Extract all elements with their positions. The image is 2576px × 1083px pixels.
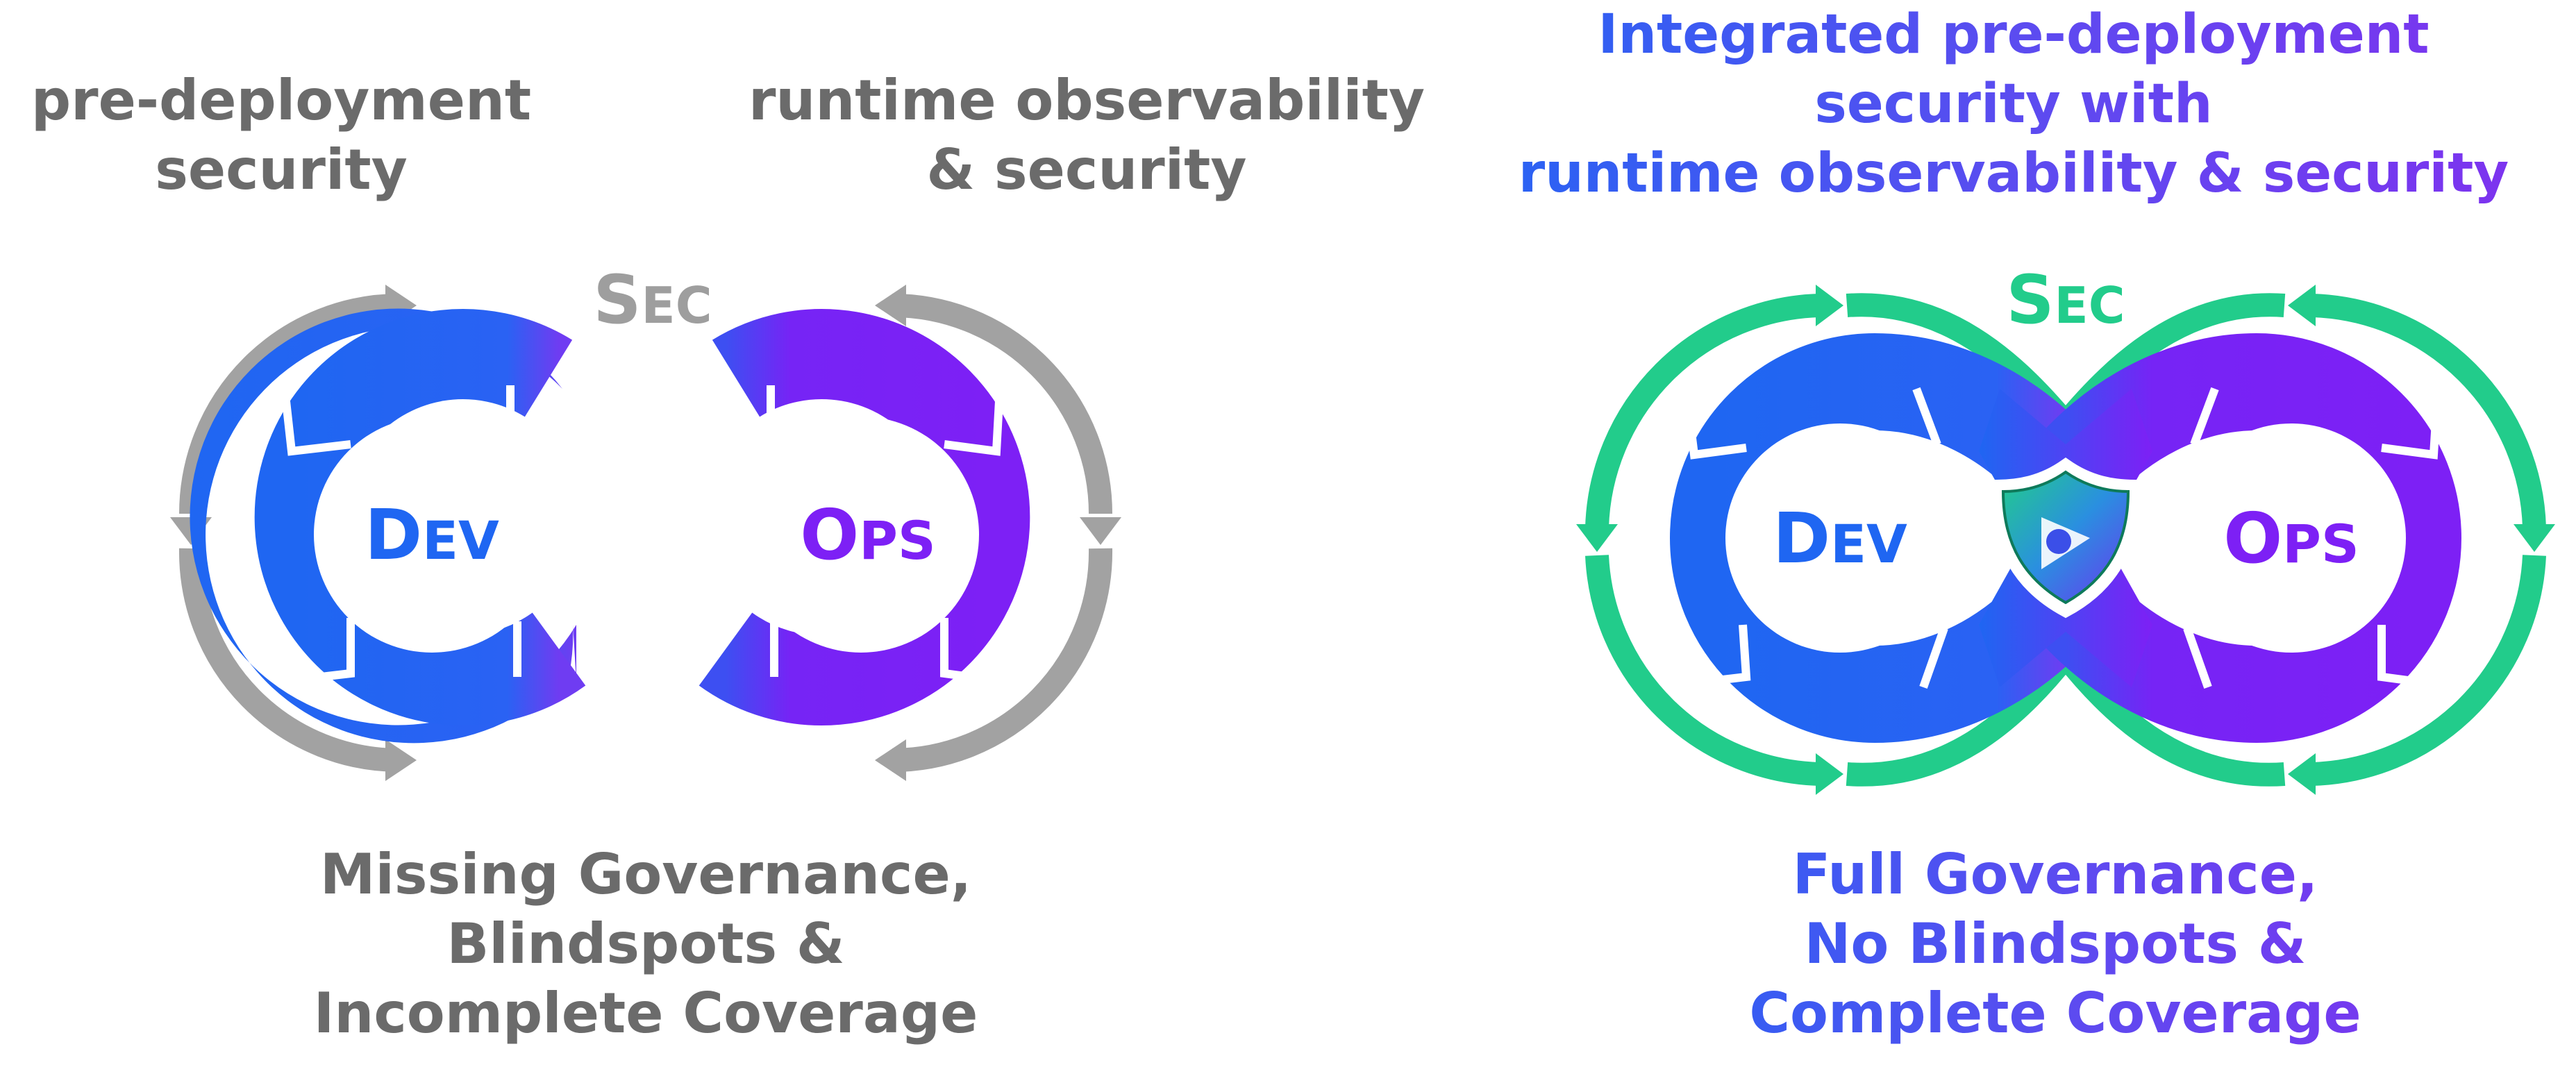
right-dev-band [1670,333,2103,744]
ops-rest-letters: PS [859,510,935,571]
runtime-label-line: & security [926,137,1247,202]
left-dev-label: DEV [365,494,499,576]
pre-deployment-security-label: pre-deployment security [28,66,535,205]
caption-line: Full Governance, [1646,840,2465,909]
right-dev-label: DEV [1773,498,1907,579]
pre-label-line: pre-deployment [31,68,532,133]
separator [1919,627,1948,689]
dev-rest-letters: EV [422,510,499,571]
separator [291,618,355,685]
heading-line: runtime observability & security [1514,139,2514,208]
caption-line: Incomplete Coverage [313,981,978,1046]
separator [940,618,997,685]
ops-rest-letters: PS [2282,513,2359,575]
integrated-security-heading: Integrated pre-deployment security with … [1514,0,2514,208]
arrowhead [1080,517,1121,545]
green-ring-right-bottom [2311,555,2546,786]
left-dev-hole [314,417,550,653]
right-green-ring [1585,293,2546,787]
heading-line: Integrated pre-deployment [1514,0,2514,69]
right-ops-hole [2177,423,2406,653]
right-cycle-separators [1683,387,2441,689]
arrowhead [2514,524,2555,552]
dev-rest-letters: EV [1830,513,1907,575]
left-ops-label: OPS [800,494,935,576]
right-infinity-cycle [1670,333,2461,744]
sec-first-letter: S [593,261,641,339]
separator [1683,398,1747,460]
separator [2183,627,2212,689]
dev-first-letter: D [1773,498,1830,579]
green-ring-left-bottom [1585,555,1820,786]
arrowhead [2288,285,2316,326]
arrowhead [875,285,906,326]
left-ops-ring-arc-top [892,294,1112,514]
arrowhead [1576,524,1618,552]
arrowhead [1816,285,1843,326]
left-ops-cycle-band [699,309,1030,725]
sec-first-letter: S [2006,261,2054,339]
separator [944,388,1004,456]
sec-rest-letters: EC [2055,276,2125,335]
left-dev-ring-arc-bottom [178,548,400,772]
left-ops-cycle [699,309,1030,725]
left-ops-cycle-separators [767,385,1004,685]
runtime-security-label: runtime observability & security [736,66,1437,205]
left-dev-cycle-band [254,309,586,725]
right-ops-label: OPS [2223,498,2359,579]
separator [1687,624,1751,688]
missing-governance-caption: Missing Governance, Blindspots & Incompl… [264,840,1028,1048]
separator [2190,387,2219,446]
separator [281,388,351,456]
caption-line: Complete Coverage [1646,979,2465,1048]
ops-first-letter: O [2223,498,2282,579]
left-dev-cycle-separators [281,385,521,685]
caption-line: No Blindspots & [1646,909,2465,979]
arrowhead [1816,753,1843,795]
ops-first-letter: O [800,494,859,576]
right-sec-label: SEC [2006,261,2125,339]
left-dev-cycle [190,308,586,744]
right-ring-arrowheads [1576,285,2555,795]
full-governance-caption: Full Governance, No Blindspots & Complet… [1646,840,2465,1048]
green-ring-left-top [1585,294,1820,528]
shield-icon [1989,457,2142,619]
runtime-label-line: runtime observability [748,68,1425,133]
left-sec-label: SEC [593,261,712,339]
shield-dot [2046,529,2071,554]
separator [2377,625,2434,688]
separator [767,385,813,449]
caption-line: Missing Governance, [319,842,972,907]
pre-label-line: security [155,137,408,202]
arrowhead [875,739,906,781]
separator [1912,387,1941,446]
arrowhead [2288,753,2316,795]
left-ops-hole [743,417,979,653]
green-ring-right-top [2311,294,2546,528]
dev-first-letter: D [365,494,422,576]
right-ops-band [2028,333,2461,744]
sec-rest-letters: EC [642,276,712,335]
arrowhead [385,739,417,781]
heading-line: security with [1514,69,2514,139]
separator [2381,398,2441,460]
caption-line: Blindspots & [446,912,845,976]
left-ops-ring-arc-bottom [892,548,1113,772]
right-dev-hole [1725,423,1955,653]
separator [461,385,515,449]
